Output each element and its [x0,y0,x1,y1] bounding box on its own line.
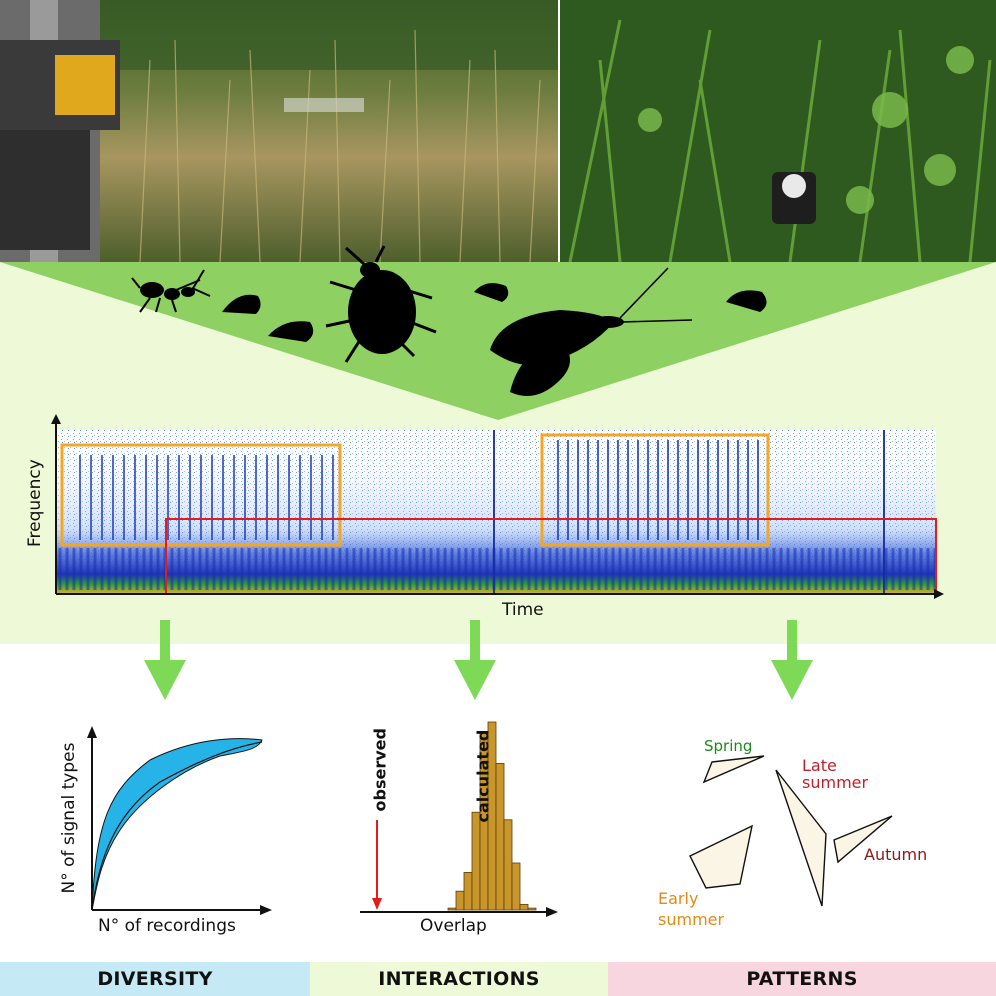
accumulation-band [91,738,263,911]
spectrogram-pulses [58,430,937,594]
histogram-bar [519,903,529,911]
histogram-bar [447,907,457,911]
autumn-polygon [833,815,893,864]
leafhopper-icon [222,294,261,314]
histogram-bar [455,890,465,911]
overlap-axis-label: Overlap [420,916,487,936]
interactions-chart [360,721,558,917]
arrow-to-patterns [771,620,813,700]
leafhopper-icon [726,290,767,312]
arrow-to-diversity [144,620,186,700]
histogram-bar [463,872,473,911]
spring-label: Spring [704,737,753,755]
moth-icon [490,267,693,396]
leafhopper-icon [268,321,314,342]
histogram-bar [471,811,481,911]
signal-types-axis-label: N° of signal types [59,742,79,894]
histogram-bar [527,907,537,911]
late-summer-label-line2: summer [802,773,869,792]
spring-polygon [702,755,765,784]
histogram-bar [495,762,505,911]
early-summer-polygon [689,824,753,889]
signal-box-2 [540,433,770,547]
time-axis-label: Time [502,600,544,620]
autumn-label: Autumn [864,845,928,864]
stinkbug-icon [325,245,437,363]
recordings-axis-label: N° of recordings [98,916,236,936]
footer-interactions: INTERACTIONS [310,962,608,996]
grass-sensor-photo [560,0,996,262]
overlap-histogram [447,721,537,911]
leafhopper-icon [474,283,509,302]
spectrogram [51,414,944,599]
patterns-chart [689,755,893,907]
accumulation-curve [91,741,263,911]
frequency-axis-label: Frequency [25,459,45,547]
early-summer-label-line2: summer [658,910,725,929]
flow-arrows [144,620,813,700]
diversity-chart [87,726,272,915]
meadow-field-photo [0,0,558,262]
calculated-label: calculated [473,729,493,823]
signal-box-1 [60,443,342,547]
observed-label: observed [370,728,390,812]
footer-patterns: PATTERNS [608,962,996,996]
late-summer-polygon [775,769,827,907]
late-summer-label-line1: Late [802,756,837,775]
histogram-bar [511,862,521,911]
histogram-bar [503,819,513,911]
footer-diversity: DIVERSITY [0,962,310,996]
early-summer-label-line1: Early [658,889,699,908]
ant-icon [131,269,211,313]
arrow-to-interactions [454,620,496,700]
insect-silhouettes [131,245,767,396]
